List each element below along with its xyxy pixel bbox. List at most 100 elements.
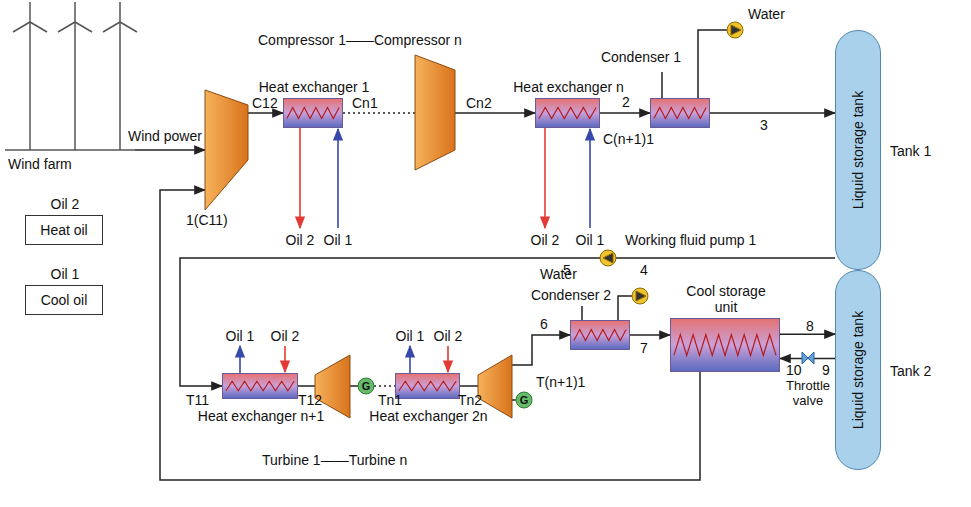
return-pipe (160, 190, 700, 480)
storage-tank: Liquid storage tankTank 1 (835, 30, 881, 270)
pump-mark (731, 25, 741, 35)
point-label: T12 (298, 392, 322, 408)
oil-label: Oil 2 (271, 328, 300, 344)
node-heading: Tank 2 (890, 363, 931, 379)
state-number: 9 (822, 362, 830, 378)
cool-oil-line (337, 129, 339, 228)
heat-exchanger: Heat exchanger n+1 (222, 373, 298, 399)
generator (516, 392, 532, 408)
node-heading: Oil 1 (51, 266, 80, 282)
point-label: Cn1 (352, 95, 378, 111)
water-pipe (698, 30, 727, 98)
turbine-blades (103, 2, 137, 32)
turbine-tower (74, 22, 76, 150)
pipe-connector (630, 334, 670, 336)
point-label: 1(C11) (186, 212, 228, 228)
node-heading: Condenser 1 (601, 49, 681, 65)
oil-box: Oil 2Heat oil (25, 215, 103, 245)
oil-box: Oil 1Cool oil (25, 285, 103, 315)
point-label: C(n+1)1 (603, 131, 654, 147)
oil-label: Oil 2 (434, 328, 463, 344)
generator-mark: G (520, 394, 529, 407)
flow-label: Wind power (128, 128, 202, 144)
cool-oil-line (409, 346, 411, 373)
state-number: 10 (786, 362, 802, 378)
state-number: 2 (622, 94, 630, 110)
generator-mark: G (362, 380, 371, 393)
oil-label: Oil 2 (286, 232, 315, 248)
hot-oil-line (284, 346, 286, 372)
pipe (460, 385, 478, 387)
oil-label: Oil 1 (226, 328, 255, 344)
compressor (415, 55, 455, 170)
turbine-blades (13, 2, 47, 32)
hot-oil-line (544, 128, 546, 228)
pipe (512, 335, 570, 365)
pipe-connector (710, 112, 835, 114)
pumps (600, 22, 743, 304)
point-label: T11 (186, 392, 209, 408)
coil-line (287, 107, 339, 118)
state-number: 7 (640, 340, 648, 356)
node-heading: Heat exchanger 2n (369, 408, 487, 424)
node-heading: Cool storage unit (674, 283, 778, 315)
heat-exchanger: Heat exchanger n (535, 98, 600, 128)
cool-oil-line (239, 346, 241, 373)
pump-mark (603, 253, 613, 263)
node-heading: Heat exchanger n+1 (198, 408, 324, 424)
water-pump (632, 288, 648, 304)
machines (205, 55, 512, 418)
node-heading: Oil 2 (51, 196, 80, 212)
point-label: Tn2 (458, 392, 482, 408)
exchanger-coil (571, 321, 629, 349)
coil-line (539, 107, 596, 118)
pump-mark (636, 291, 646, 301)
state-number: 4 (640, 262, 648, 278)
shaft (512, 399, 516, 401)
hot-oil-line (299, 128, 301, 228)
exchanger-coil (536, 99, 599, 127)
condenser: Condenser 2 (570, 320, 630, 350)
coil-line (399, 381, 456, 391)
pipe (455, 112, 535, 114)
pipe-connector (600, 112, 650, 114)
pipe (248, 112, 283, 114)
water-pipe (661, 72, 663, 98)
wind-power-line (135, 149, 205, 151)
exchanger-coil (223, 374, 297, 398)
group-label: Turbine 1——Turbine n (262, 452, 407, 468)
turbine-tower (119, 22, 121, 150)
cool-storage-unit: Cool storage unit (670, 318, 780, 372)
water-pipe (618, 296, 632, 320)
turbine-tower (29, 22, 31, 150)
heat-exchanger: Heat exchanger 1 (283, 98, 343, 128)
node-text: Cool oil (26, 292, 102, 308)
pump-label: Working fluid pump 1 (625, 232, 756, 248)
node-text: Liquid storage tank (850, 311, 866, 429)
point-label: C12 (252, 95, 278, 111)
state-number: 3 (760, 117, 768, 133)
wind-farm (5, 2, 137, 150)
node-heading: Heat exchanger n (513, 79, 624, 95)
water-label: Water (540, 266, 577, 282)
shaft (350, 385, 358, 387)
coil-line (654, 107, 706, 118)
water-pipe (581, 306, 583, 320)
group-label: Compressor 1——Compressor n (258, 32, 462, 48)
node-text: Heat oil (26, 222, 102, 238)
cool-oil-line (589, 129, 591, 228)
plant-label: Wind farm (8, 156, 72, 172)
water-pump (727, 22, 743, 38)
exchanger-coil (284, 99, 342, 127)
exchanger-coil (396, 374, 459, 398)
turbine-blades (58, 2, 92, 32)
compressor (205, 90, 248, 210)
state-number: 6 (540, 316, 548, 332)
exchanger-coil (651, 99, 709, 127)
throttle-valve (802, 352, 814, 364)
node-heading: Condenser 2 (531, 287, 611, 303)
exchanger-coil (671, 319, 779, 371)
state-number: 8 (806, 318, 814, 334)
